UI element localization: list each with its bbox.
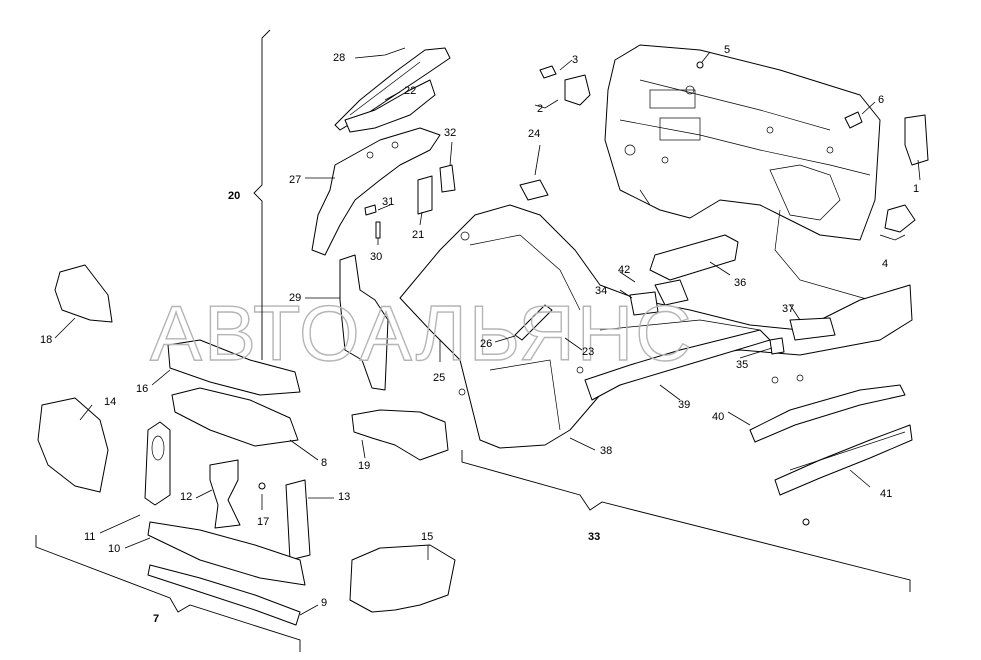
callout-5: 5 bbox=[724, 44, 730, 56]
callout-21: 21 bbox=[412, 229, 424, 241]
callout-23: 23 bbox=[582, 346, 594, 358]
rail-part-8 bbox=[171, 387, 299, 447]
callout-4: 4 bbox=[882, 258, 888, 270]
panel-part-18 bbox=[54, 264, 113, 323]
callout-13: 13 bbox=[338, 491, 350, 503]
bracket-part-21 bbox=[417, 175, 433, 215]
callout-36: 36 bbox=[734, 277, 746, 289]
floor-assembly bbox=[399, 204, 913, 449]
callout-37: 37 bbox=[782, 303, 794, 315]
group-label-20: 20 bbox=[228, 190, 240, 202]
callout-16: 16 bbox=[136, 383, 148, 395]
post-part-11 bbox=[144, 421, 171, 506]
callout-8: 8 bbox=[321, 457, 327, 469]
watermark-text: АВТОАЛЬЯНС bbox=[150, 289, 694, 377]
callout-41: 41 bbox=[880, 488, 892, 500]
callout-17: 17 bbox=[257, 516, 269, 528]
callout-35: 35 bbox=[736, 359, 748, 371]
callout-27: 27 bbox=[289, 174, 301, 186]
bracket-part-1 bbox=[904, 114, 929, 166]
callout-28: 28 bbox=[333, 52, 345, 64]
callout-40: 40 bbox=[712, 411, 724, 423]
callout-14: 14 bbox=[104, 396, 116, 408]
clip-part-6 bbox=[844, 111, 863, 129]
panel-part-22 bbox=[344, 79, 436, 133]
post-part-12 bbox=[209, 459, 241, 529]
beam-part-10 bbox=[147, 521, 306, 586]
callout-12: 12 bbox=[180, 491, 192, 503]
callout-32: 32 bbox=[444, 127, 456, 139]
callout-11: 11 bbox=[84, 531, 95, 543]
callout-15: 15 bbox=[421, 531, 433, 543]
panel-part-15 bbox=[349, 544, 456, 613]
callout-19: 19 bbox=[358, 460, 370, 472]
callout-29: 29 bbox=[289, 292, 301, 304]
callout-38: 38 bbox=[600, 445, 612, 457]
rail-part-26 bbox=[514, 304, 553, 341]
bracket-part-24 bbox=[519, 179, 549, 201]
callout-3: 3 bbox=[572, 54, 578, 66]
callout-22: 22 bbox=[404, 85, 416, 97]
clip-part-3 bbox=[539, 65, 557, 79]
callout-6: 6 bbox=[878, 94, 884, 106]
callout-9: 9 bbox=[321, 597, 327, 609]
leader-lines bbox=[54, 47, 921, 616]
pin-part-30 bbox=[375, 221, 381, 239]
panel-part-36 bbox=[649, 234, 739, 281]
callout-1: 1 bbox=[913, 183, 919, 195]
clip-part-17 bbox=[258, 482, 266, 490]
bolt-part-5 bbox=[696, 61, 704, 69]
group-bracket-7 bbox=[35, 535, 301, 652]
pillar-part-29 bbox=[339, 254, 389, 391]
callout-10: 10 bbox=[108, 543, 120, 555]
panel-part-13 bbox=[285, 479, 311, 561]
clip-part-31 bbox=[364, 204, 377, 216]
rail-part-16 bbox=[167, 339, 301, 396]
callout-39: 39 bbox=[678, 399, 690, 411]
panel-part-14 bbox=[37, 397, 109, 493]
panel-part-39 bbox=[584, 329, 771, 401]
bracket-part-37 bbox=[789, 317, 836, 341]
panel-part-19 bbox=[351, 409, 449, 461]
bracket-part-4 bbox=[879, 204, 916, 241]
callout-18: 18 bbox=[40, 334, 52, 346]
bracket-part-2 bbox=[534, 74, 591, 109]
bracket-part-32 bbox=[439, 164, 456, 193]
bracket-part-34 bbox=[629, 291, 659, 316]
sill-part-40 bbox=[749, 384, 906, 443]
callout-42: 42 bbox=[618, 264, 630, 276]
beam-part-9 bbox=[147, 564, 301, 626]
callout-31: 31 bbox=[382, 196, 394, 208]
callout-26: 26 bbox=[480, 338, 492, 350]
bracket-part-42 bbox=[654, 279, 689, 306]
front-panel-assembly bbox=[604, 44, 881, 301]
callout-25: 25 bbox=[433, 372, 445, 384]
group-label-33: 33 bbox=[588, 531, 600, 543]
panel-part-27 bbox=[311, 127, 441, 256]
callout-34: 34 bbox=[595, 285, 607, 297]
bolt-part-small-41 bbox=[802, 518, 810, 526]
group-label-7: 7 bbox=[153, 613, 159, 625]
callout-30: 30 bbox=[370, 251, 382, 263]
group-bracket-20 bbox=[253, 29, 271, 360]
callout-24: 24 bbox=[528, 128, 540, 140]
callout-2: 2 bbox=[537, 103, 543, 115]
clip-part-35 bbox=[769, 337, 785, 355]
group-bracket-33 bbox=[461, 450, 911, 592]
sill-part-41 bbox=[774, 424, 913, 496]
